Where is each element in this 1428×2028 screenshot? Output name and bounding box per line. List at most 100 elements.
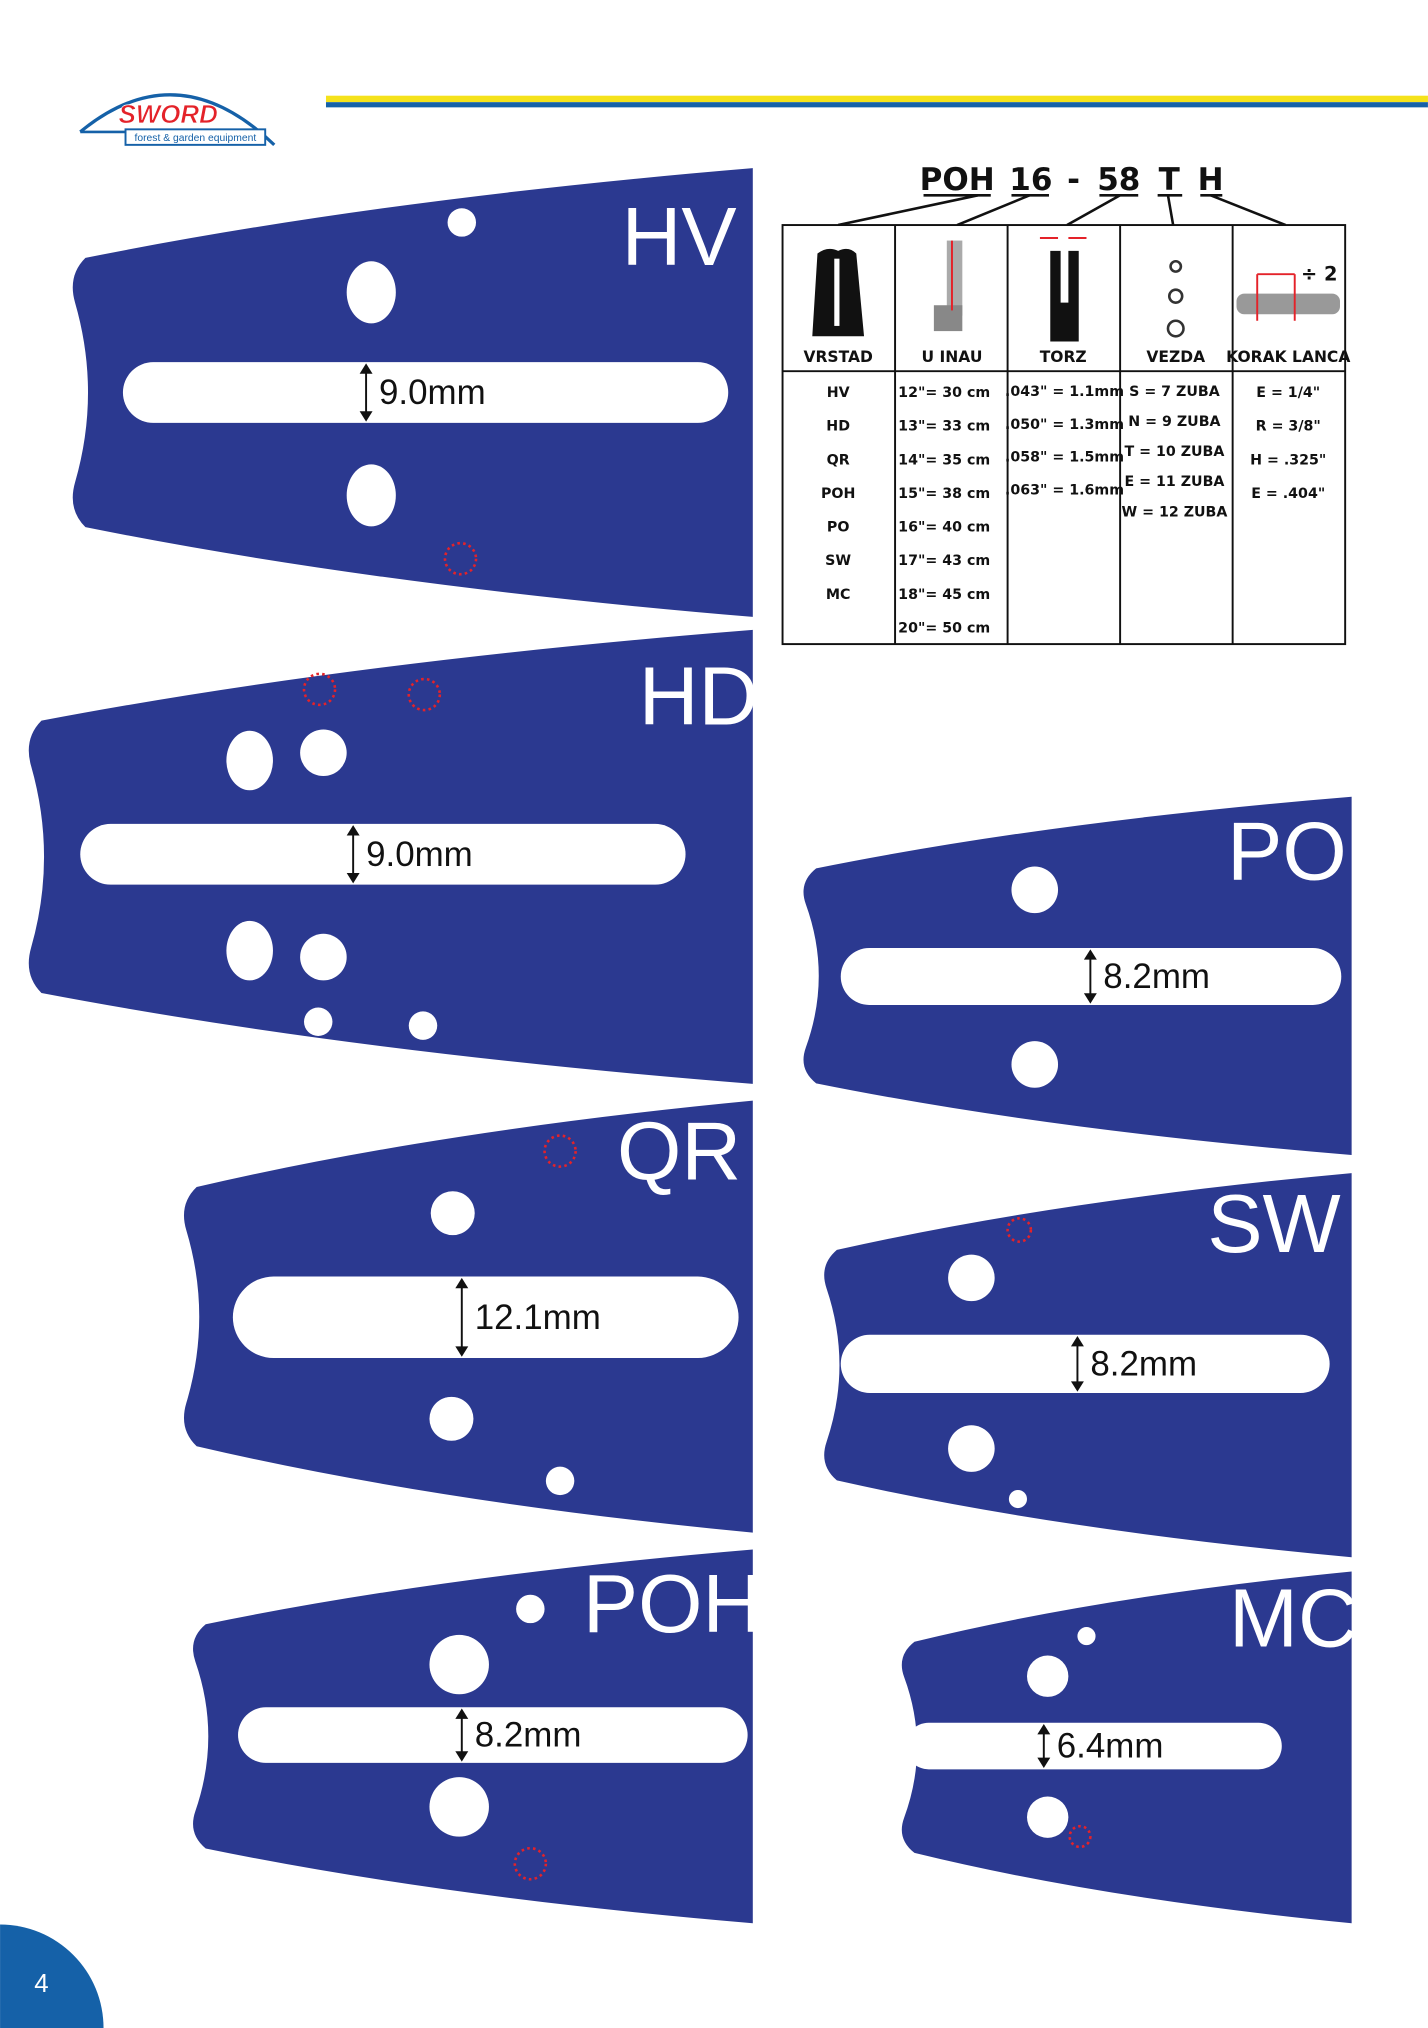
guide-bar-hd: 9.0mm HD	[28, 629, 759, 1084]
mount-hole	[346, 261, 396, 324]
table-cell: N = 9 ZUBA	[1128, 414, 1220, 430]
logo-wordmark: SWORD	[119, 101, 218, 129]
mount-hole	[545, 1466, 575, 1496]
table-cell: .043" = 1.1mm	[1005, 384, 1124, 400]
optional-hole-marker	[1068, 1824, 1092, 1849]
guide-bar-po: 8.2mm PO	[803, 796, 1352, 1155]
table-cell: R = 3/8"	[1256, 419, 1321, 435]
chain-pitch-icon: ÷ 2	[1236, 263, 1340, 321]
gauge-icon	[1039, 237, 1087, 342]
table-cell: E = 1/4"	[1256, 385, 1320, 401]
mount-hole	[408, 1011, 438, 1040]
header-vezda: VEZDA	[1146, 348, 1205, 366]
optional-hole-marker	[1006, 1217, 1033, 1243]
guide-bar-sw: 8.2mm SW	[824, 1173, 1352, 1558]
groove-width-label: 8.2mm	[1090, 1344, 1197, 1383]
bar-groove-slot	[122, 362, 729, 423]
bar-groove-slot	[80, 823, 686, 885]
header-stripe-yellow	[325, 95, 1428, 103]
table-cell: E = 11 ZUBA	[1124, 474, 1224, 490]
table-cell: PO	[827, 520, 850, 536]
table-cell: W = 12 ZUBA	[1121, 504, 1227, 520]
table-cell: 20"= 50 cm	[898, 620, 990, 636]
code-type: POH	[920, 162, 995, 198]
code-dash: -	[1067, 162, 1080, 198]
table-cell: H = .325"	[1250, 452, 1326, 468]
groove-width-label: 8.2mm	[475, 1716, 582, 1755]
code-diagram: POH 16 - 58 T H	[837, 162, 1287, 227]
sword-logo: SWORD forest & garden equipment	[79, 93, 276, 147]
code-length: 16	[1009, 162, 1052, 198]
code-sprocket: T	[1159, 162, 1180, 198]
mount-hole	[1008, 1489, 1027, 1509]
mount-hole	[429, 1777, 489, 1837]
mount-hole	[429, 1396, 474, 1441]
bar-type-label: PO	[1227, 804, 1347, 897]
table-cell: SW	[825, 553, 851, 569]
optional-hole-marker	[543, 1134, 577, 1168]
table-cell: .058" = 1.5mm	[1005, 450, 1124, 466]
bar-groove-slot	[905, 1722, 1282, 1770]
mount-hole	[1026, 1655, 1069, 1697]
header-torz: TORZ	[1040, 348, 1087, 366]
header-stripe-blue	[325, 102, 1428, 108]
groove-width-label: 9.0mm	[366, 835, 473, 874]
optional-hole-marker	[513, 1846, 548, 1881]
mount-hole	[300, 729, 347, 777]
groove-width-label: 12.1mm	[475, 1298, 601, 1337]
arrow-heads	[1037, 1724, 1051, 1769]
mount-hole	[1011, 1041, 1059, 1088]
sprocket-icon	[1166, 259, 1185, 338]
groove-width-label: 6.4mm	[1057, 1727, 1164, 1766]
mount-hole	[304, 1007, 333, 1036]
optional-hole-marker	[443, 541, 478, 576]
table-cell: MC	[826, 587, 851, 603]
table-cell: .063" = 1.6mm	[1005, 483, 1124, 499]
table-cell: .050" = 1.3mm	[1005, 417, 1124, 433]
mount-hole	[1026, 1796, 1069, 1838]
table-cell: 18"= 45 cm	[898, 587, 990, 603]
mount-hole	[948, 1425, 995, 1472]
bar-groove-slot	[840, 1334, 1330, 1393]
guide-bar-hv: 9.0mm HV	[72, 168, 753, 617]
mount-hole	[226, 730, 273, 791]
mount-hole	[226, 920, 273, 981]
pitch-divisor: ÷ 2	[1301, 263, 1337, 286]
optional-hole-marker	[407, 677, 442, 712]
groove-width-label: 9.0mm	[379, 373, 486, 412]
header-vrstad: VRSTAD	[803, 348, 873, 366]
page-number: 4	[34, 1970, 48, 1998]
table-cell: S = 7 ZUBA	[1129, 384, 1220, 400]
bar-type-label: HD	[639, 649, 759, 742]
guide-bar-poh: 8.2mm POH	[193, 1549, 762, 1924]
mount-hole	[516, 1594, 545, 1624]
code-gauge: 58	[1097, 162, 1140, 198]
header-korak-lanca: KORAK LANCA	[1226, 348, 1350, 366]
bar-type-label: POH	[583, 1557, 762, 1650]
table-cell: 12"= 30 cm	[898, 385, 990, 401]
table-cell: POH	[821, 486, 855, 502]
bar-type-label: SW	[1207, 1177, 1340, 1270]
spec-table: ÷ 2 VRSTAD U INAU TORZ VEZDA KORAK LANCA…	[781, 224, 1350, 646]
mount-hole	[346, 464, 396, 527]
table-cell: HD	[826, 419, 850, 435]
table-cell: 13"= 33 cm	[898, 419, 990, 435]
mount-hole	[948, 1254, 995, 1302]
table-cell: QR	[827, 452, 850, 468]
bar-length-icon	[933, 240, 963, 332]
table-cell: 15"= 38 cm	[898, 486, 990, 502]
mount-hole	[430, 1191, 475, 1236]
table-cell: 17"= 43 cm	[898, 553, 990, 569]
table-cell: E = .404"	[1251, 486, 1325, 502]
logo-tagline: forest & garden equipment	[135, 133, 257, 144]
mount-hole	[429, 1634, 489, 1695]
mount-hole	[300, 933, 347, 981]
bar-groove-slot	[238, 1707, 748, 1763]
groove-width-label: 8.2mm	[1103, 957, 1210, 996]
code-pitch: H	[1198, 162, 1224, 198]
bar-type-label: HV	[622, 190, 737, 283]
optional-hole-marker	[302, 672, 337, 707]
